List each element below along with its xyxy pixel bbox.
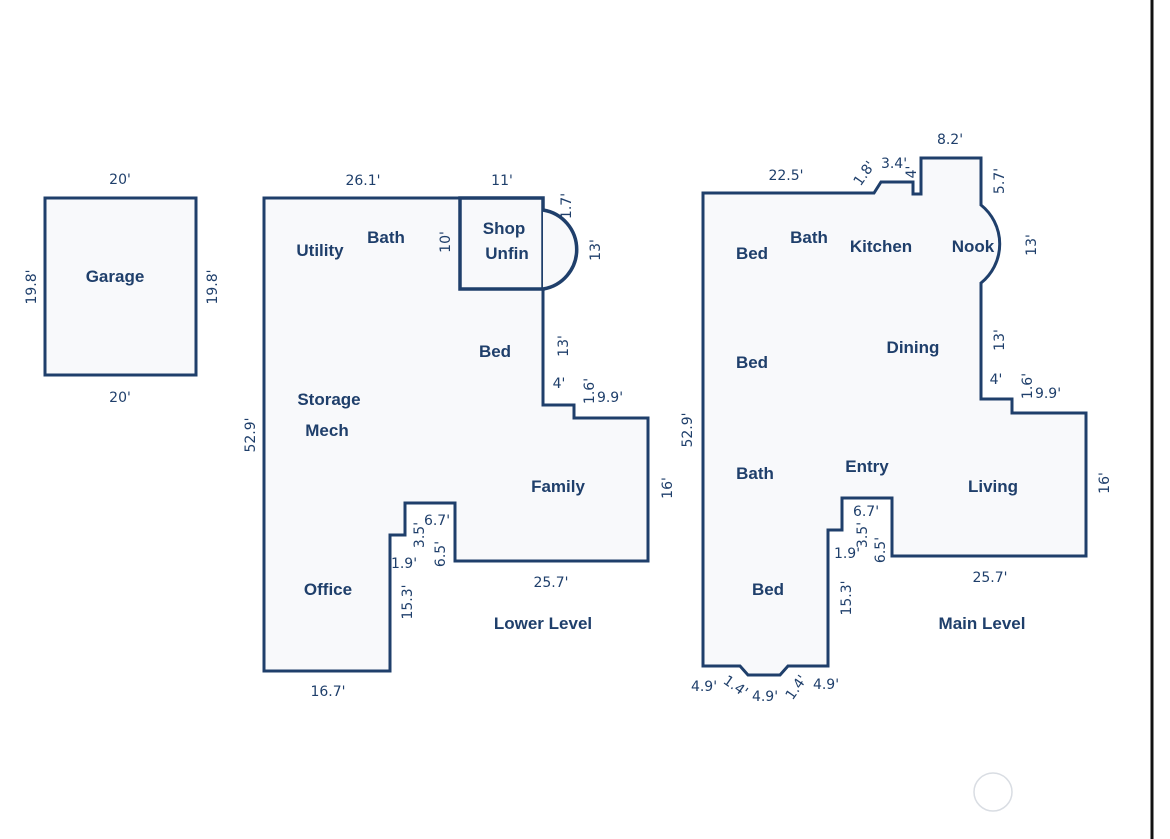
dim-main-bottom-5: 4.9' (813, 677, 839, 693)
dim-main-bottom-2: 1.4' (720, 673, 751, 701)
room-label-garage: Garage (86, 267, 145, 286)
dim-main-jog-h: 3.4' (881, 156, 907, 172)
shop-bay-outline (542, 208, 579, 291)
dim-lower-inner-v2: 6.5' (433, 541, 449, 567)
room-label-bed-2: Bed (736, 353, 768, 372)
room-label-entry: Entry (845, 457, 889, 476)
garage-plan: Garage 20' 20' 19.8' 19.8' (24, 172, 221, 406)
dim-main-bottom-1: 4.9' (691, 679, 717, 695)
level-caption-main: Main Level (939, 614, 1026, 633)
dim-lower-top-right: 11' (491, 173, 513, 189)
garage-outline (43, 196, 198, 377)
dim-lower-shop-side: 10' (438, 231, 454, 253)
room-label-family: Family (531, 477, 585, 496)
room-label-nook: Nook (952, 237, 995, 256)
room-label-bed-3: Bed (752, 580, 784, 599)
dim-lower-step-top: 9.9' (597, 390, 623, 406)
dim-main-right-lower: 16' (1097, 472, 1113, 494)
main-level-plan: Bed Bath Kitchen Nook Bed Dining Bath En… (680, 132, 1113, 705)
dim-lower-office-v: 15.3' (400, 584, 416, 619)
room-label-bed: Bed (479, 342, 511, 361)
dim-garage-bottom: 20' (109, 390, 131, 406)
room-label-living: Living (968, 477, 1018, 496)
room-label-unfin: Unfin (485, 244, 528, 263)
dim-lower-inner-top: 6.7' (424, 513, 450, 529)
dim-main-bay: 13' (1024, 234, 1040, 256)
room-label-bath-2: Bath (736, 464, 774, 483)
dim-lower-top-left: 26.1' (345, 173, 380, 189)
dim-main-bed-v: 15.3' (839, 580, 855, 615)
main-level-outline (701, 156, 1088, 677)
dim-garage-right: 19.8' (205, 269, 221, 304)
dim-main-top-left: 22.5' (768, 168, 803, 184)
room-label-office: Office (304, 580, 352, 599)
dim-main-inner-top: 6.7' (853, 504, 879, 520)
dim-lower-inner-h: 1.9' (391, 556, 417, 572)
shop-outline (458, 196, 545, 291)
room-label-storage: Storage (297, 390, 360, 409)
dim-lower-notch-top: 1.7' (559, 193, 575, 219)
dim-main-step-v: 1.6' (1020, 373, 1036, 399)
watermark-mark (973, 772, 1013, 812)
room-label-bath: Bath (367, 228, 405, 247)
dim-lower-right-lower: 16' (660, 477, 676, 499)
dim-main-step-h: 4' (990, 372, 1003, 388)
dim-main-bump-top: 8.2' (937, 132, 963, 148)
dim-main-bump-side: 5.7' (992, 168, 1008, 194)
dim-main-bottom-3: 4.9' (752, 689, 778, 705)
dim-main-inner-v1: 3.5' (855, 522, 871, 548)
room-label-bath-1: Bath (790, 228, 828, 247)
level-caption-lower: Lower Level (494, 614, 592, 633)
dim-main-inner-h: 1.9' (834, 546, 860, 562)
dim-main-diag: 1.8' (851, 158, 879, 189)
dim-main-bottom-right: 25.7' (972, 570, 1007, 586)
room-label-bed-1: Bed (736, 244, 768, 263)
dim-lower-bottom-right: 25.7' (533, 575, 568, 591)
dim-main-step-top: 9.9' (1035, 386, 1061, 402)
dim-lower-right-upper: 13' (556, 335, 572, 357)
dim-lower-step-v: 1.6' (582, 378, 598, 404)
dim-lower-inner-v1: 3.5' (412, 522, 428, 548)
room-label-dining: Dining (887, 338, 940, 357)
dim-main-left: 52.9' (680, 412, 696, 447)
dim-lower-bay: 13' (588, 239, 604, 261)
dim-main-bottom-4: 1.4' (783, 672, 811, 703)
room-label-utility: Utility (296, 241, 344, 260)
dim-garage-left: 19.8' (24, 269, 40, 304)
lower-level-plan: Utility Bath Shop Unfin Bed Storage Mech… (243, 173, 676, 700)
dim-main-right-upper: 13' (992, 329, 1008, 351)
dim-main-jog-v: 4' (904, 166, 920, 179)
dim-main-inner-v2: 6.5' (873, 537, 889, 563)
room-label-kitchen: Kitchen (850, 237, 912, 256)
room-label-mech: Mech (305, 421, 348, 440)
dim-lower-bottom-left: 16.7' (310, 684, 345, 700)
dim-garage-top: 20' (109, 172, 131, 188)
room-label-shop: Shop (483, 219, 526, 238)
dim-lower-step-h: 4' (553, 376, 566, 392)
dim-lower-left: 52.9' (243, 417, 259, 452)
